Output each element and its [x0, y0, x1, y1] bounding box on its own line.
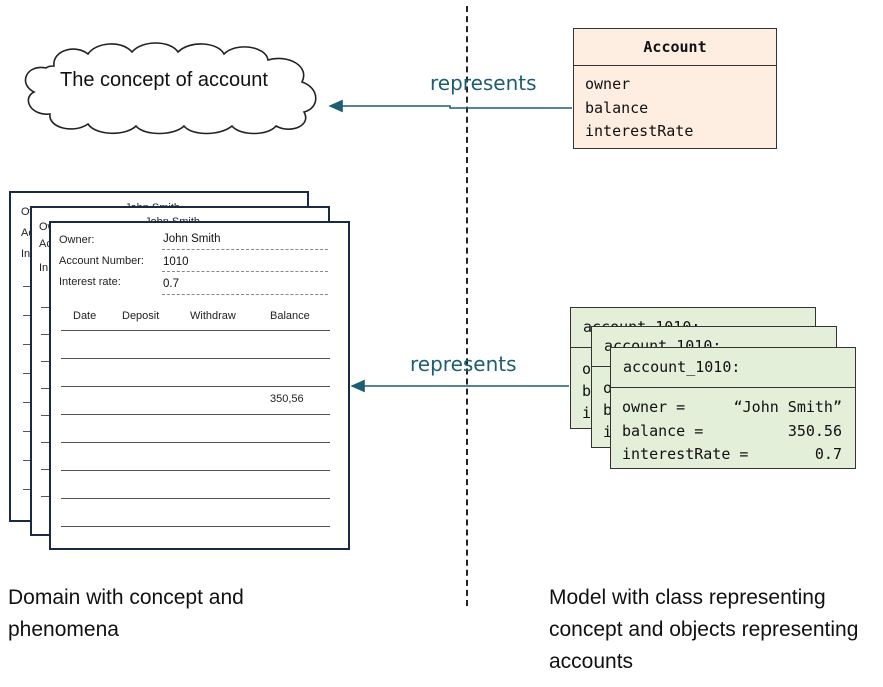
object-peek-balance: b: [603, 401, 613, 419]
object-title: account_1010:: [611, 348, 855, 388]
column-date: Date: [73, 310, 97, 322]
owner-label: Owner:: [59, 234, 95, 246]
class-attribute: owner: [585, 75, 631, 93]
domain-caption: Domain with concept and phenomena: [8, 586, 244, 641]
account-document-front: Owner: John Smith Account Number: 1010 I…: [49, 221, 350, 550]
account-number-label: Account Number:: [59, 255, 144, 267]
column-balance: Balance: [270, 310, 310, 322]
field-key: interestRate =: [622, 445, 749, 463]
account-object-front: account_1010: owner = “John Smith” balan…: [610, 347, 856, 469]
field-value: “John Smith”: [733, 398, 842, 416]
object-field-balance: balance = 350.56: [611, 420, 855, 444]
field-value: 0.7: [814, 445, 842, 463]
interest-rate-value: 0.7: [163, 278, 179, 290]
object-peek-owner: o: [582, 360, 592, 378]
class-attribute: interestRate: [585, 122, 694, 140]
account-class-box: Account owner balance interestRate: [573, 28, 777, 149]
object-field-owner: owner = “John Smith”: [611, 396, 855, 420]
column-deposit: Deposit: [122, 310, 160, 322]
column-withdraw: Withdraw: [190, 310, 236, 322]
class-attribute: balance: [585, 98, 649, 117]
object-field-interest-rate: interestRate = 0.7: [611, 443, 855, 467]
balance-entry: 350,56: [270, 393, 304, 405]
doc-peek-interest: In: [39, 262, 49, 274]
object-peek-interest: i: [603, 423, 613, 441]
owner-value: John Smith: [163, 233, 221, 245]
concept-label: The concept of account: [60, 69, 268, 91]
doc-peek-account: Ac: [39, 238, 52, 250]
class-name: Account: [574, 29, 776, 66]
field-value: 350.56: [787, 421, 842, 440]
class-to-concept-arrow: [328, 99, 572, 113]
concept-cloud-shape: [24, 42, 317, 135]
object-peek-balance: b: [582, 382, 592, 400]
account-number-value: 1010: [163, 256, 189, 268]
object-peek-interest: i: [582, 404, 592, 422]
class-attributes: owner balance interestRate: [574, 66, 776, 151]
field-key: balance =: [622, 421, 704, 440]
domain-model-divider: [466, 6, 468, 606]
object-fields: owner = “John Smith” balance = 350.56 in…: [611, 388, 855, 467]
represents-label-top: represents: [430, 71, 537, 95]
object-peek-owner: o: [603, 379, 613, 397]
interest-rate-label: Interest rate:: [59, 276, 121, 288]
model-caption: Model with class representing concept an…: [549, 586, 859, 673]
field-key: owner =: [622, 398, 686, 416]
represents-label-bottom: represents: [410, 352, 517, 376]
doc-peek-interest: In: [21, 248, 31, 260]
